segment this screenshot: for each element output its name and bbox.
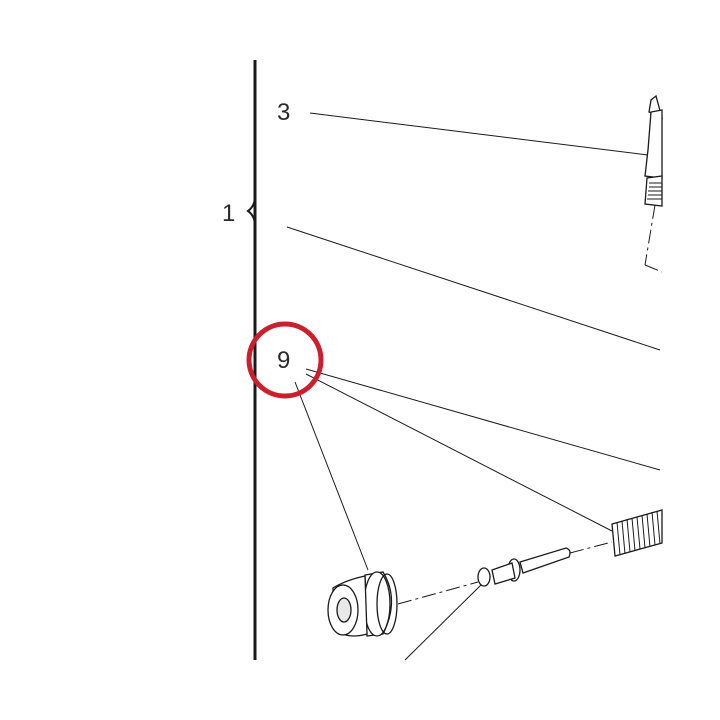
leader-line-9a bbox=[305, 368, 661, 471]
pin-part bbox=[477, 547, 571, 587]
spring-part bbox=[611, 509, 663, 557]
axis-line-mid bbox=[569, 541, 613, 554]
leader-line-9b bbox=[305, 373, 613, 532]
callout-label-3: 3 bbox=[277, 99, 290, 126]
axis-line-bottom bbox=[397, 581, 479, 605]
assembly-bracket bbox=[246, 60, 257, 660]
axis-lines bbox=[397, 204, 663, 605]
brace-icon bbox=[246, 195, 256, 227]
leader-line-bottom bbox=[404, 583, 483, 661]
axis-line-top bbox=[644, 204, 656, 266]
leader-lines bbox=[286, 112, 661, 661]
highlight-circle-icon bbox=[246, 321, 324, 399]
callout-label-1: 1 bbox=[222, 200, 235, 227]
axis-line-top-tail bbox=[644, 264, 663, 273]
bolt-part bbox=[644, 94, 663, 207]
callout-label-9: 9 bbox=[277, 347, 290, 374]
leader-line-3 bbox=[309, 112, 649, 156]
leader-line-9c bbox=[294, 381, 369, 571]
leader-line-1 bbox=[286, 226, 661, 351]
bushing-part bbox=[327, 571, 398, 637]
